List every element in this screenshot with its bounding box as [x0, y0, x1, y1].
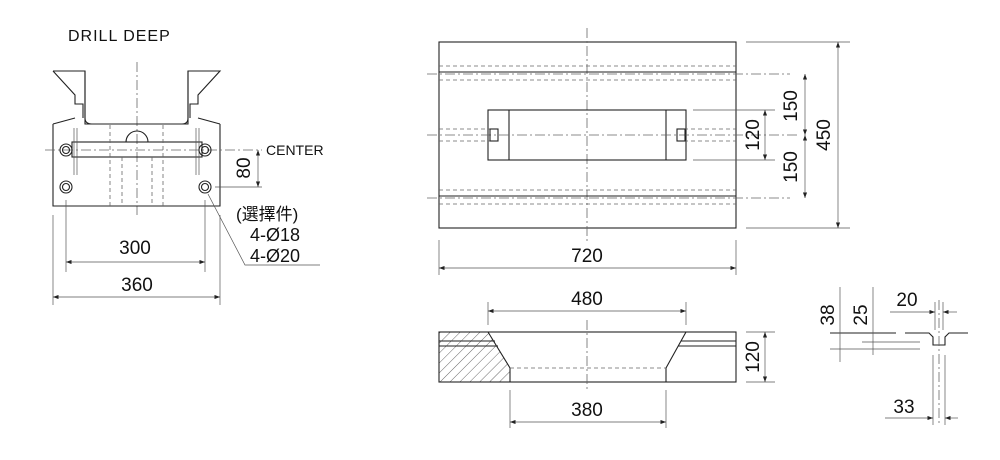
- front-view: CENTER 80 (選擇件) 4-Ø18 4-Ø20 300 360: [45, 62, 324, 305]
- dim-slot-33: 33: [893, 397, 914, 418]
- hole-spec-18: 4-Ø18: [250, 225, 300, 245]
- dim-height-120: 120: [743, 341, 764, 373]
- mount-hole-icon: [59, 143, 73, 157]
- slot-detail: 20 38 25 33: [818, 287, 968, 425]
- dim-center-offset: 80: [234, 157, 255, 178]
- dim-slot-38: 38: [818, 304, 839, 325]
- dim-upper-150: 150: [781, 90, 802, 122]
- dim-width-450: 450: [814, 119, 835, 151]
- dim-lower-150: 150: [781, 151, 802, 183]
- dim-width: 360: [121, 275, 153, 296]
- mount-hole-icon: [198, 143, 212, 157]
- hole-spec-20: 4-Ø20: [250, 246, 300, 266]
- dim-length: 720: [571, 246, 603, 267]
- mount-hole-icon: [59, 180, 73, 194]
- top-view: 720 450 150 150 120: [427, 28, 850, 275]
- drawing-title: DRILL DEEP: [68, 28, 171, 45]
- center-label: CENTER: [266, 142, 324, 158]
- dim-slot-20: 20: [896, 290, 917, 311]
- dim-hole-spacing: 300: [119, 238, 151, 259]
- dim-bottom-opening: 380: [571, 400, 603, 421]
- optional-part-label: (選擇件): [236, 205, 298, 224]
- dim-opening-120: 120: [743, 119, 764, 151]
- mount-hole-icon: [198, 180, 212, 194]
- section-view: 480 380 120: [438, 289, 775, 428]
- dim-top-opening: 480: [571, 289, 603, 310]
- dim-slot-25: 25: [851, 304, 872, 325]
